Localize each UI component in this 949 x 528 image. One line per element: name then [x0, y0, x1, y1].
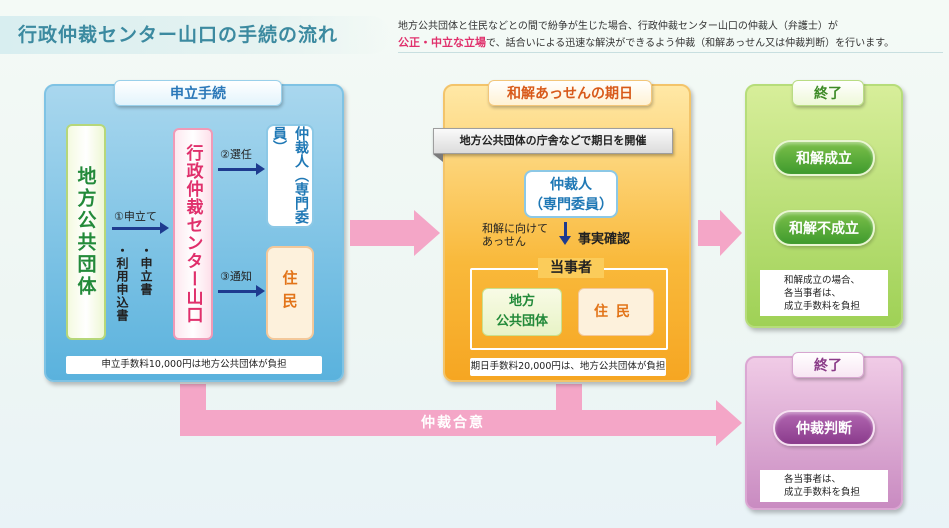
agreement-label: 仲裁合意	[421, 415, 485, 431]
mediation-resident-box: 住民	[578, 288, 654, 336]
intro-line-1: 地方公共団体と住民などとの間で紛争が生じた場合、行政仲裁センター山口の仲裁人（弁…	[398, 21, 838, 32]
agreement-arrow-head	[716, 400, 742, 446]
arbitration-center-box: 行政仲裁センター山口	[173, 128, 213, 340]
award-fee-note: 各当事者は、 成立手数料を負担	[760, 470, 888, 502]
settlement-pill: 和解成立	[773, 140, 875, 176]
award-pill: 仲裁判断	[773, 410, 875, 446]
mediation-arbitrator-line-1: 仲裁人	[550, 177, 592, 193]
toward-settlement-line-1: 和解に向けて	[482, 222, 548, 235]
toward-settlement-label: 和解に向けて あっせん	[482, 222, 548, 248]
local-government-box: 地方公共団体	[66, 124, 106, 340]
mediation-fee-note: 期日手数料20,000円は、地方公共団体が負担	[470, 358, 666, 376]
settlement-note-line-3: 成立手数料を負担	[784, 301, 861, 312]
step-2-arrow-shaft	[218, 168, 256, 171]
doc-petition: ・申立書	[139, 244, 153, 296]
agreement-arrow-stem-left	[180, 384, 206, 410]
agreement-arrow-stem-mid	[556, 384, 582, 410]
award-note-line-2: 成立手数料を負担	[784, 487, 861, 498]
page-title: 行政仲裁センター山口の手続の流れ	[18, 24, 339, 46]
step-3-arrow-shaft	[218, 290, 256, 293]
application-fee-note: 申立手数料10,000円は地方公共団体が負担	[66, 356, 322, 374]
step-1-arrow-head	[160, 222, 169, 234]
resident-box: 住民	[266, 246, 314, 340]
mediation-header: 和解あっせんの期日	[488, 80, 652, 106]
mediation-arbitrator-line-2: （専門委員）	[529, 197, 613, 213]
step-1-arrow-shaft	[112, 227, 160, 230]
no-settlement-pill: 和解不成立	[773, 210, 875, 246]
parties-label: 当事者	[538, 258, 604, 278]
intro-highlight: 公正・中立な立場	[398, 36, 486, 49]
flow-arrow-1-shaft	[350, 220, 414, 246]
application-header: 申立手続	[114, 80, 282, 106]
flow-arrow-2-shaft	[698, 220, 720, 246]
flow-arrow-1-head	[414, 210, 440, 256]
doc-application-form: ・利用申込書	[115, 244, 129, 322]
mediation-local-gov-line-2: 公共団体	[495, 314, 548, 329]
step-2-label: ②選任	[220, 148, 252, 161]
mediation-local-gov-line-1: 地方	[508, 294, 535, 309]
toward-settlement-line-2: あっせん	[482, 235, 526, 248]
fact-check-arrow-head	[559, 236, 571, 245]
award-end-header: 終了	[792, 352, 864, 378]
settlement-note-line-1: 和解成立の場合、	[784, 275, 861, 286]
fact-check-label: 事実確認	[578, 232, 631, 247]
intro-line-2-rest: で、話合いによる迅速な解決ができるよう仲裁（和解あっせん又は仲裁判断）を行います…	[486, 38, 895, 49]
settlement-end-header: 終了	[792, 80, 864, 106]
venue-ribbon: 地方公共団体の庁舎などで期日を開催	[433, 128, 673, 154]
step-3-label: ③通知	[220, 270, 252, 283]
arbitrator-box: 仲裁人（専門委員）	[266, 124, 314, 228]
mediation-local-government-box: 地方 公共団体	[482, 288, 562, 336]
header-divider	[398, 52, 943, 53]
settlement-fee-note: 和解成立の場合、 各当事者は、 成立手数料を負担	[760, 270, 888, 316]
award-note-line-1: 各当事者は、	[784, 474, 842, 485]
flow-arrow-2-head	[720, 210, 742, 256]
step-3-arrow-head	[256, 285, 265, 297]
settlement-note-line-2: 各当事者は、	[784, 288, 842, 299]
fact-check-arrow-shaft	[564, 222, 567, 236]
intro-line-2: 公正・中立な立場で、話合いによる迅速な解決ができるよう仲裁（和解あっせん又は仲裁…	[398, 36, 943, 51]
ribbon-fold	[433, 154, 443, 162]
mediation-arbitrator-box: 仲裁人 （専門委員）	[524, 170, 618, 218]
step-2-arrow-head	[256, 163, 265, 175]
agreement-arrow-shaft	[180, 410, 716, 436]
title-bar	[0, 16, 390, 54]
step-1-label: ①申立て	[114, 210, 157, 223]
